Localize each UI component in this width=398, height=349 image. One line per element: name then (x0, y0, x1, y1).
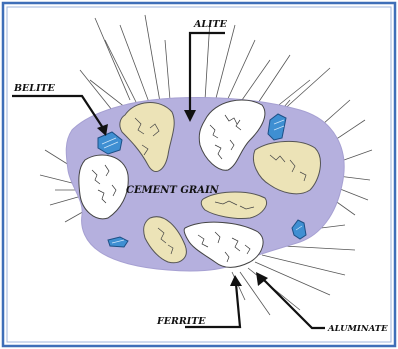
aluminate-arrowhead (256, 272, 268, 286)
alite-label: ALITE (193, 19, 228, 30)
ferrite-arrowhead (230, 275, 242, 286)
ferrite-label: FERRITE (156, 316, 206, 327)
aluminate-label: ALUMINATE (327, 324, 388, 334)
belite-label: BELITE (13, 83, 55, 94)
aluminate-leader (262, 278, 325, 328)
cement-grain-label: CEMENT GRAIN (126, 185, 220, 196)
